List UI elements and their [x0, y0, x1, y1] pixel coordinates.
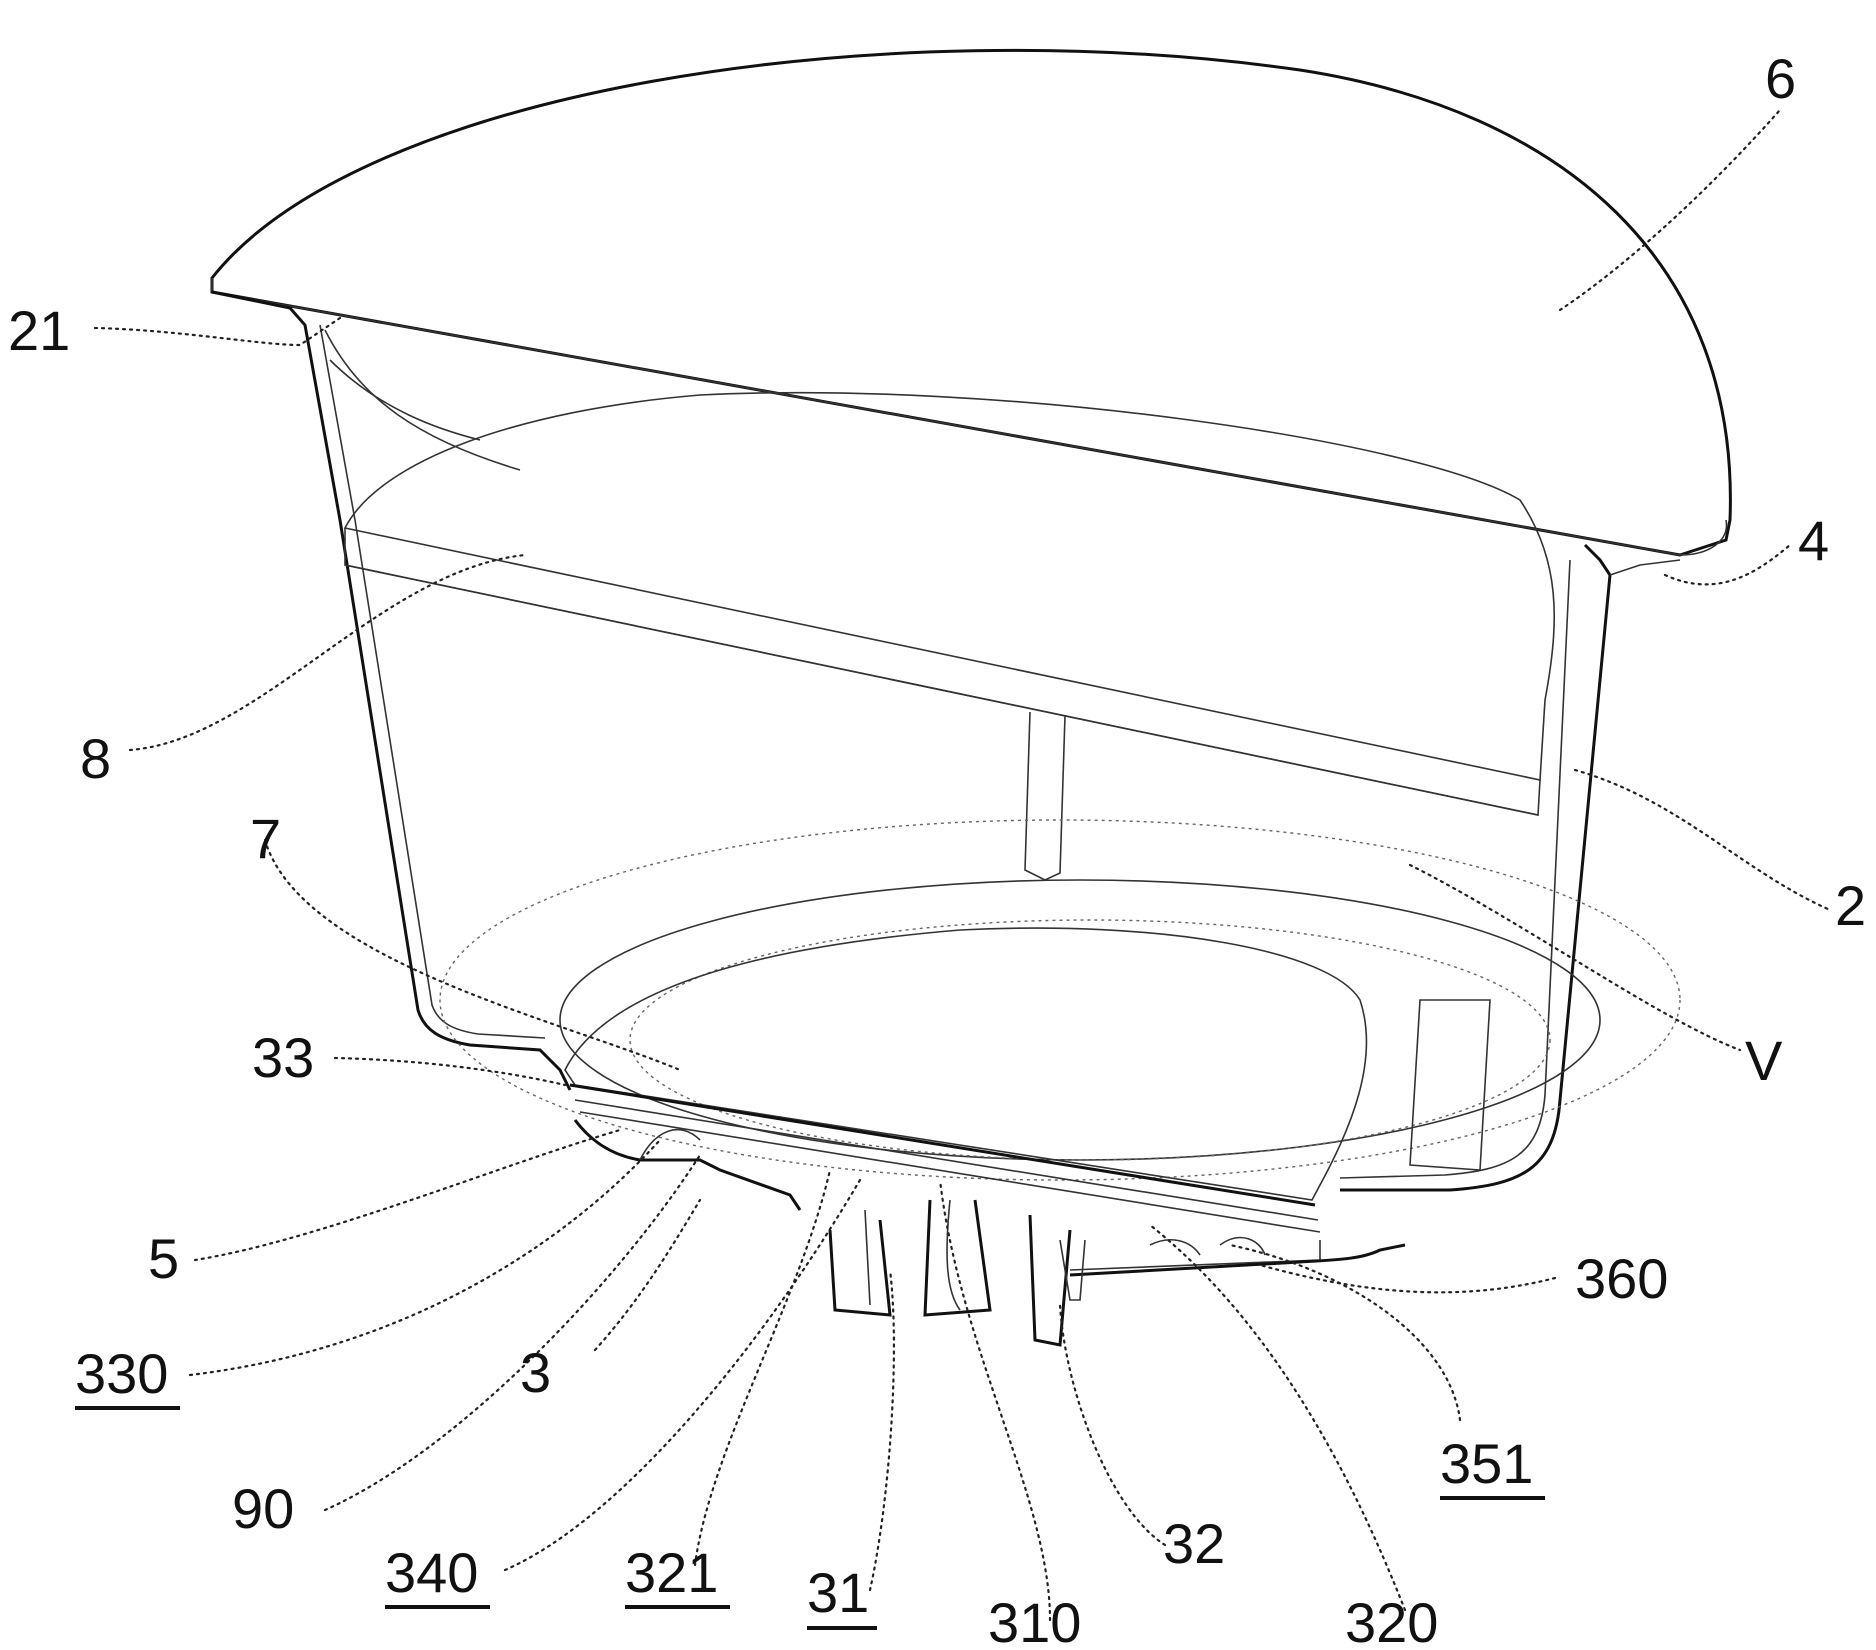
reference-labels: 6 21 4 8 2 7 V 33 5 360 330 3 351 90 32 …: [8, 47, 1866, 1650]
filter-8: [345, 393, 1554, 815]
label-2: 2: [1835, 874, 1866, 937]
label-8: 8: [80, 727, 111, 790]
cup-body-2: [212, 292, 1680, 1190]
label-4: 4: [1798, 509, 1829, 572]
label-310: 310: [988, 1591, 1081, 1650]
label-V: V: [1745, 1029, 1783, 1092]
label-32: 32: [1163, 1512, 1225, 1575]
label-330: 330: [75, 1342, 168, 1405]
label-321: 321: [625, 1541, 718, 1604]
filter-7: [565, 928, 1366, 1232]
label-340: 340: [385, 1541, 478, 1604]
label-21: 21: [8, 299, 70, 362]
label-31: 31: [807, 1561, 869, 1624]
right-rib: [1410, 1000, 1490, 1170]
leader-lines: [95, 110, 1830, 1620]
label-320: 320: [1345, 1591, 1438, 1650]
label-6: 6: [1765, 47, 1796, 110]
lid-6: [212, 50, 1730, 555]
label-33: 33: [252, 1026, 314, 1089]
label-360: 360: [1575, 1247, 1668, 1310]
label-5: 5: [148, 1227, 179, 1290]
label-7: 7: [250, 807, 281, 870]
inner-rings: [440, 820, 1680, 1180]
label-90: 90: [232, 1477, 294, 1540]
label-351: 351: [1440, 1432, 1533, 1495]
center-rib: [1025, 712, 1065, 880]
label-3: 3: [520, 1341, 551, 1404]
